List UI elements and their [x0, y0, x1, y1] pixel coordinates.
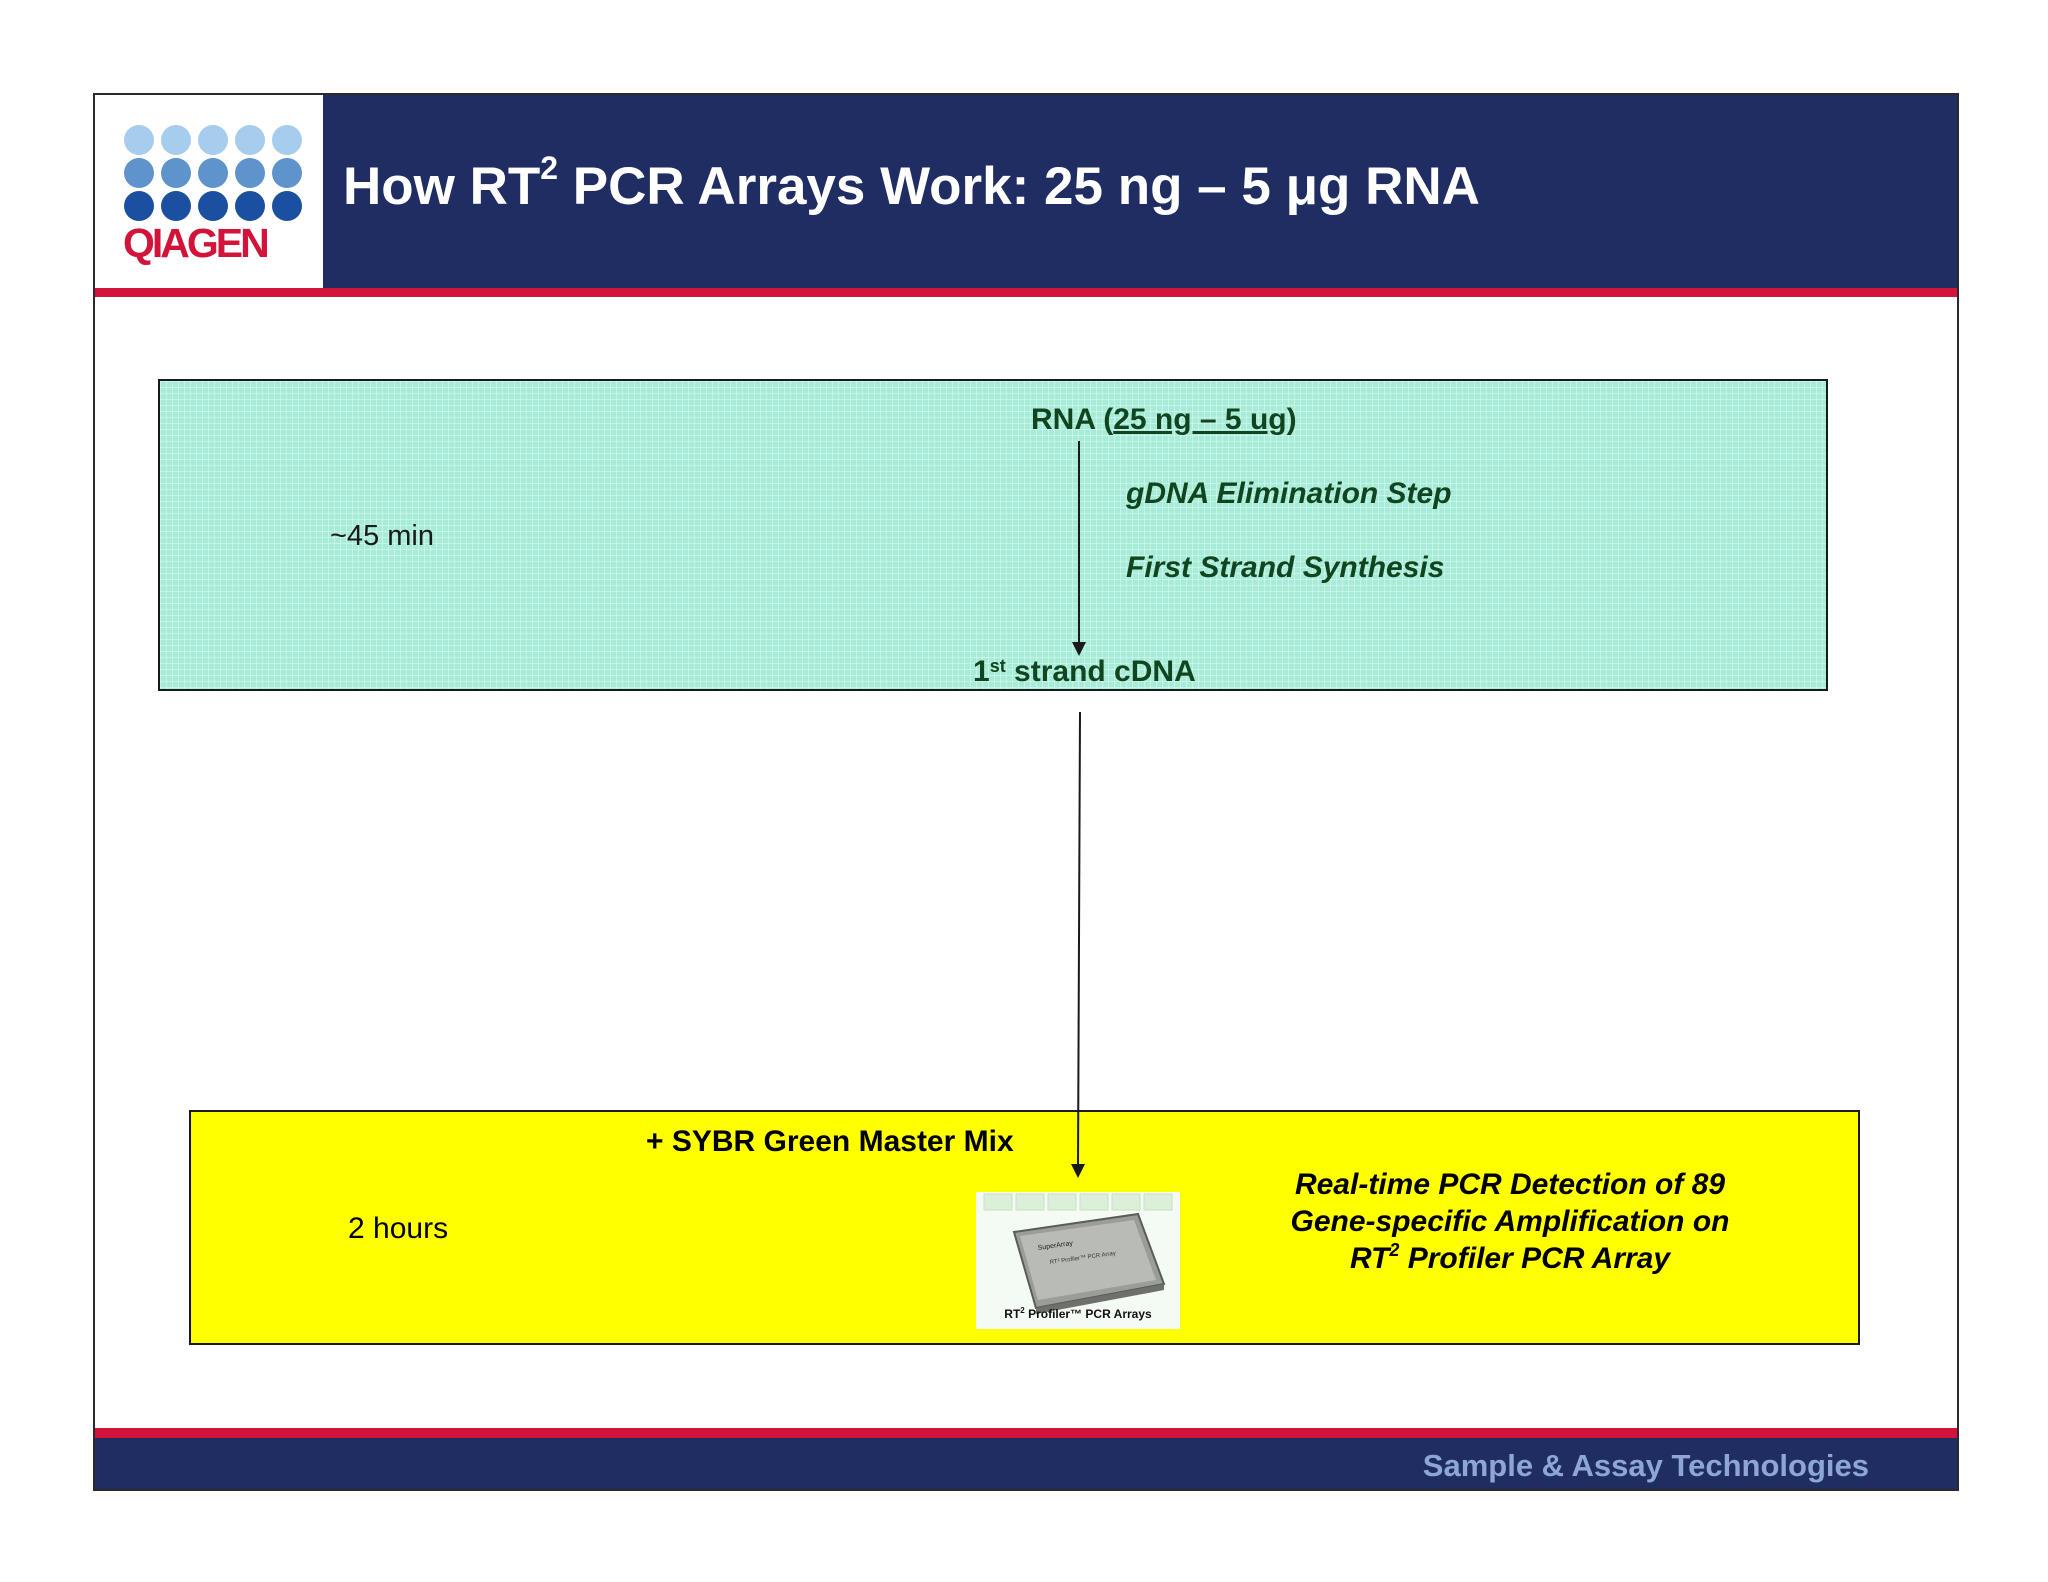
footer-red-stripe	[95, 1428, 1957, 1438]
rt-step-box	[158, 379, 1828, 691]
logo-wordmark: QIAGEN	[123, 220, 270, 266]
cdna-product-label: 1st strand cDNA	[973, 655, 1196, 688]
page-title: How RT2 PCR Arrays Work: 25 ng – 5 μg RN…	[343, 150, 1480, 216]
pcr-plate-icon: SuperArray RT² Profiler™ PCR Array	[976, 1192, 1180, 1329]
qiagen-logo: QIAGEN	[95, 95, 323, 288]
pcr-time-label: 2 hours	[348, 1212, 449, 1245]
header-red-stripe	[95, 288, 1957, 297]
arrowhead-pcr	[1071, 1164, 1085, 1178]
footer-bar: Sample & Assay Technologies	[95, 1438, 1957, 1489]
arrowhead-cdna	[1072, 642, 1086, 656]
pcr-array-plate-image: SuperArray RT² Profiler™ PCR Array RT2 P…	[976, 1192, 1180, 1329]
rna-input-label: RNA (25 ng – 5 ug)	[1031, 403, 1297, 436]
rt-time-label: ~45 min	[330, 520, 434, 552]
sybr-reagent-label: + SYBR Green Master Mix	[646, 1125, 1014, 1158]
first-strand-label: First Strand Synthesis	[1126, 551, 1445, 584]
plate-brand-text: SuperArray	[1037, 1240, 1074, 1252]
header-bar	[95, 95, 1957, 288]
gdna-elimination-label: gDNA Elimination Step	[1126, 477, 1452, 510]
plate-caption: RT2 Profiler™ PCR Arrays	[1004, 1306, 1152, 1321]
arrow-cdna-to-pcr	[1077, 711, 1081, 1167]
footer-tagline: Sample & Assay Technologies	[1422, 1448, 1869, 1483]
logo-dots-icon	[124, 125, 304, 221]
